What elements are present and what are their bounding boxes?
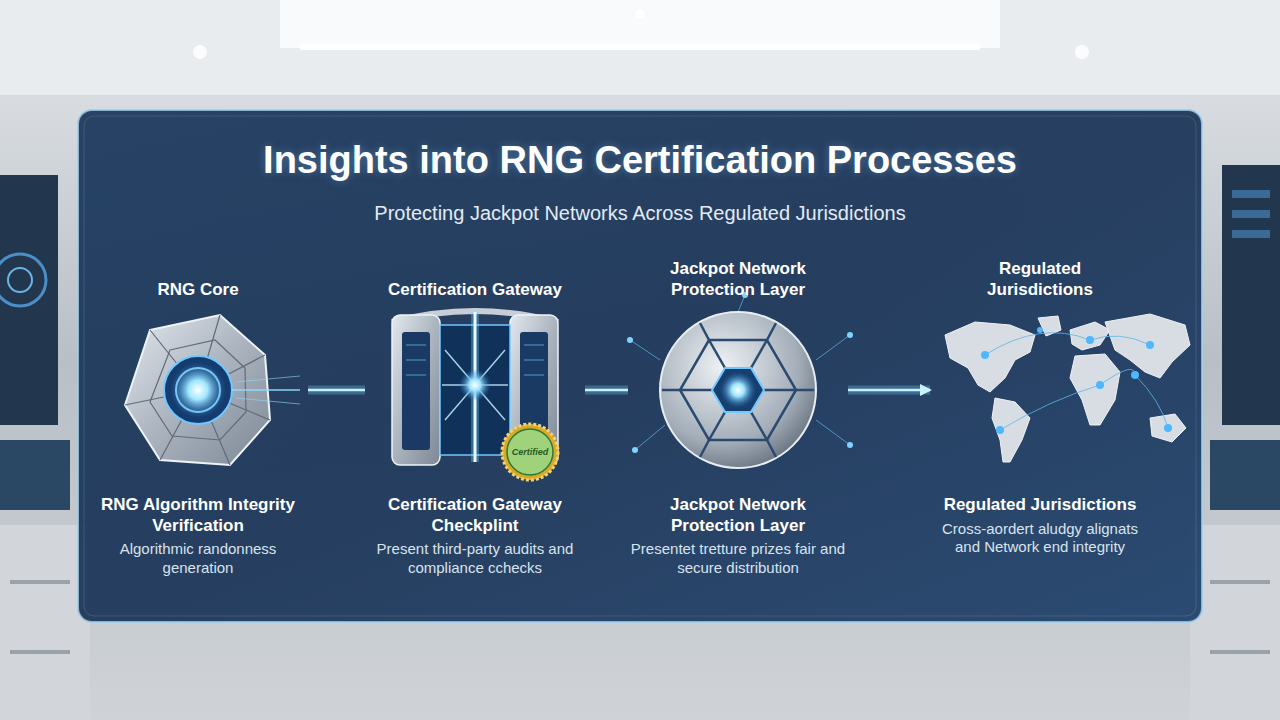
icon-space: [628, 300, 848, 485]
jackpot-network-sphere: [627, 292, 853, 468]
stage-label: Certification Gateway: [388, 280, 562, 300]
stage-description: Algorithmic randonness generation: [88, 540, 308, 578]
stage-column: RNG CoreRNG Algorithm Integrity Verifica…: [88, 250, 308, 578]
stage-description: Present third-party audits and complianc…: [365, 540, 585, 578]
stage-label: RNG Core: [157, 280, 238, 300]
stage-column: Regulated JurisdictionsRegulated Jurisdi…: [930, 250, 1150, 557]
beam-connector: [585, 390, 628, 391]
stage-heading: Jackpot Network Protection Layer: [628, 495, 848, 536]
stage-column: Jackpot Network Protection LayerJackpot …: [628, 250, 848, 578]
beam-glow: [585, 386, 628, 395]
beam-line: [848, 389, 930, 392]
stage-heading: Certification Gateway Checkplint: [365, 495, 585, 536]
beam-glow: [308, 386, 365, 395]
stage-label: Regulated Jurisdictions: [960, 259, 1120, 300]
stage-description: Cross-aordert aludgy alignats and Networ…: [930, 520, 1150, 558]
world-map: [945, 314, 1190, 462]
stage-description: Presentet tretture prizes fair and secur…: [628, 540, 848, 578]
top-label-area: RNG Core: [88, 250, 308, 300]
beam-line: [585, 389, 628, 392]
beam-connector: [848, 390, 930, 391]
subtitle-label: Protecting Jackpot Networks Across Regul…: [90, 201, 1190, 225]
stage-label: Jackpot Network Protection Layer: [653, 259, 823, 300]
stage-heading: RNG Algorithm Integrity Verification: [88, 495, 308, 536]
stage-column: Certification GatewayCertification Gatew…: [365, 250, 585, 578]
top-label-area: Certification Gateway: [365, 250, 585, 300]
diagram-title: Insights into RNG Certification Processe…: [90, 138, 1190, 184]
beam-glow: [848, 386, 930, 395]
top-label-area: Jackpot Network Protection Layer: [628, 250, 848, 300]
beam-connector: [308, 390, 365, 391]
certified-badge: Certified: [500, 422, 560, 482]
top-label-area: Regulated Jurisdictions: [930, 250, 1150, 300]
badge-text: Certified: [500, 448, 560, 457]
rng-core-crystal: [125, 315, 300, 465]
stage-heading: Regulated Jurisdictions: [930, 495, 1150, 516]
beam-line: [308, 389, 365, 392]
icon-space: [88, 300, 308, 485]
icon-space: [930, 300, 1150, 485]
